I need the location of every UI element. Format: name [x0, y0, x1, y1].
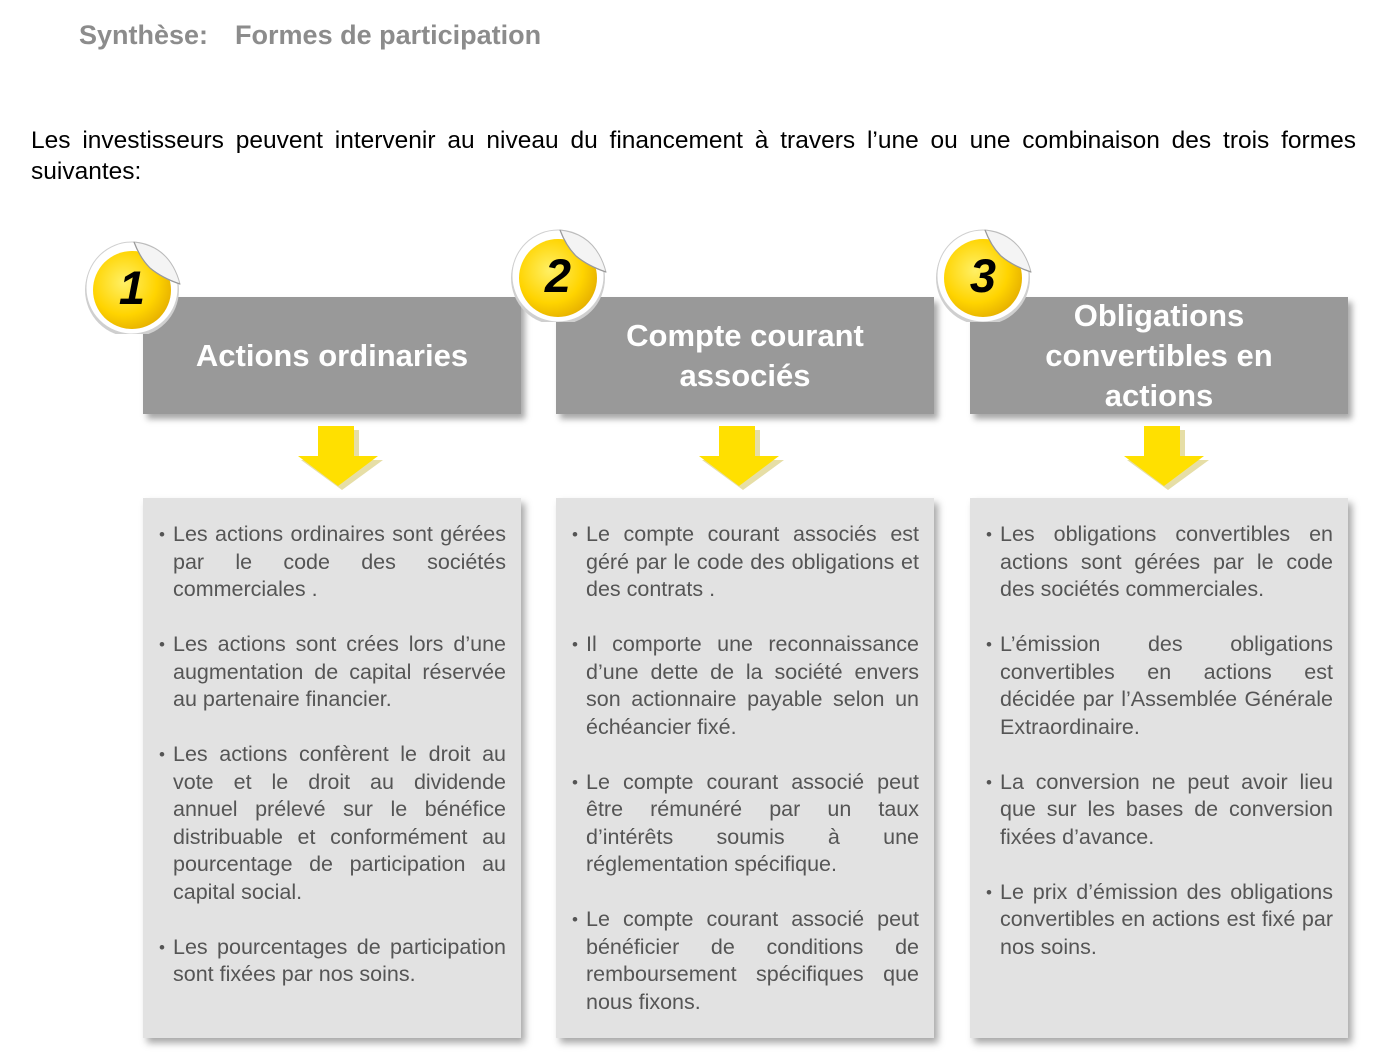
list-item: •Il comporte une reconnaissance d’une de…	[572, 632, 919, 739]
list-item: •Le compte courant associé peut être rém…	[572, 769, 919, 877]
page-title-text: Formes de participation	[235, 20, 542, 50]
bullet-list: •Les obligations convertibles en actions…	[970, 498, 1348, 961]
bullet-list: •Les actions ordinaires sont gérées par …	[143, 498, 521, 989]
list-item: •Le compte courant associés est géré par…	[572, 522, 919, 601]
column-content: •Le compte courant associés est géré par…	[556, 498, 934, 1038]
column-header: Compte courant associés	[556, 297, 934, 414]
column-content: •Les actions ordinaires sont gérées par …	[143, 498, 521, 1038]
list-item: •Les obligations convertibles en actions…	[986, 522, 1333, 601]
list-item: •La conversion ne peut avoir lieu que su…	[986, 769, 1333, 849]
intro-paragraph: Les investisseurs peuvent intervenir au …	[31, 127, 1356, 185]
list-item: •Les actions confèrent le droit au vote …	[159, 742, 506, 904]
page-title-label: Synthèse:	[79, 20, 209, 50]
arrow-down-icon	[298, 426, 383, 490]
bullet-list: •Le compte courant associés est géré par…	[556, 498, 934, 1016]
list-item: •Les actions sont crées lors d’une augme…	[159, 632, 506, 711]
number-badge-2-icon: 2	[508, 226, 608, 322]
arrow-down-icon	[699, 426, 784, 490]
list-item: •Les actions ordinaires sont gérées par …	[159, 522, 506, 601]
column-content: •Les obligations convertibles en actions…	[970, 498, 1348, 1038]
arrow-down-icon	[1124, 426, 1209, 490]
list-item: •Le prix d’émission des obligations conv…	[986, 879, 1333, 959]
column-header: Actions ordinaries	[143, 297, 521, 414]
page-title: Synthèse: Formes de participation	[79, 20, 541, 51]
list-item: •L’émission des obligations convertibles…	[986, 632, 1333, 739]
list-item: •Le compte courant associé peut bénéfici…	[572, 907, 919, 1014]
list-item: •Les pourcentages de participation sont …	[159, 934, 506, 987]
number-badge-3-icon: 3	[933, 226, 1033, 322]
number-badge-1-icon: 1	[82, 238, 182, 334]
column-header: Obligations convertibles en actions	[970, 297, 1348, 414]
